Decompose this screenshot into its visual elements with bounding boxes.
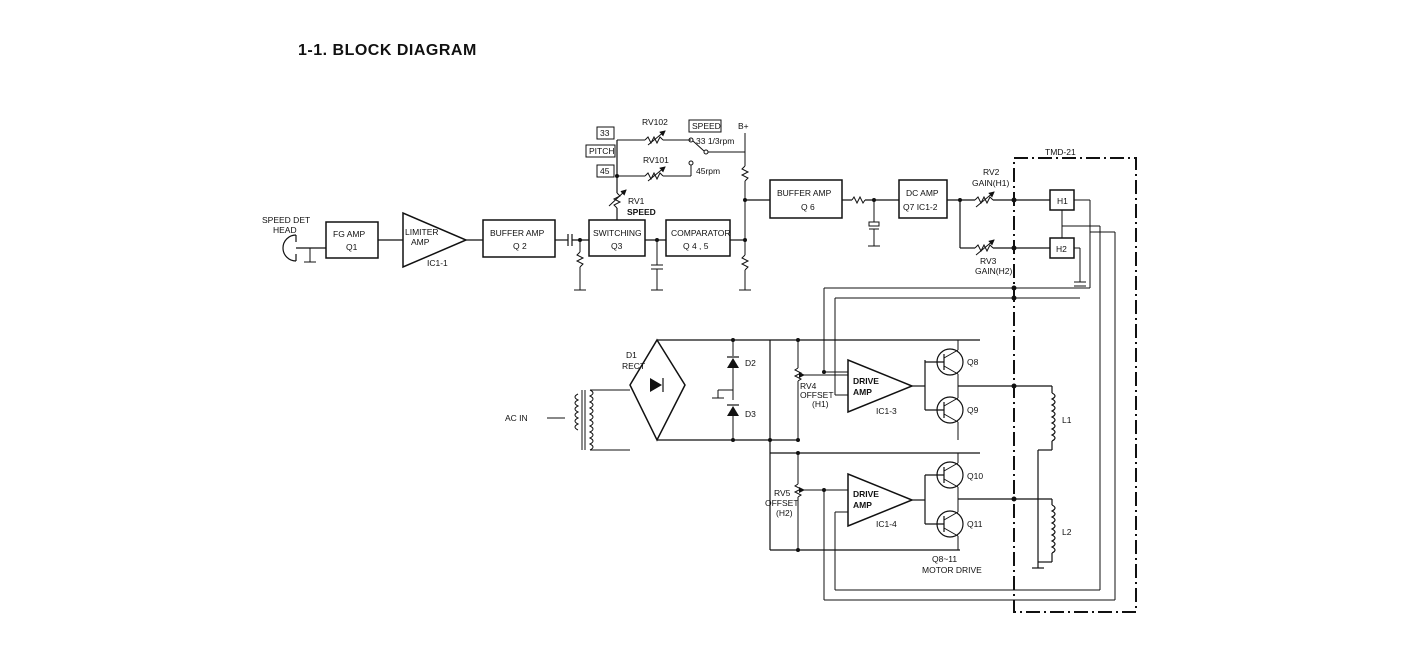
drive-amp-ic1-4: DRIVE AMP IC1-4 [847, 472, 914, 529]
svg-text:33: 33 [600, 128, 610, 138]
d1-label: D1 [626, 350, 637, 360]
drive-amp-2-label-1: DRIVE [853, 489, 879, 499]
drive-amp-2-label-2: AMP [853, 500, 872, 510]
drive-amp-1-label-2: AMP [853, 387, 872, 397]
rpm-33-label: 33 1/3rpm [696, 136, 734, 146]
rv1-speed-label: SPEED [627, 207, 656, 217]
rv1-label: RV1 [628, 196, 645, 206]
hall-sensor-h1: H1 [1049, 189, 1075, 211]
svg-text:L2: L2 [1062, 527, 1072, 537]
rectifier-d1: D1 RECT [622, 338, 686, 442]
buffer-amp-q6-sub: Q 6 [801, 202, 815, 212]
switching-q3: SWITCHING Q3 [588, 219, 646, 257]
buffer-amp-q2: BUFFER AMP Q 2 [482, 219, 556, 258]
ic1-4-label: IC1-4 [876, 519, 897, 529]
svg-text:Q11: Q11 [967, 519, 983, 529]
transistor-q8: Q8 [925, 348, 979, 376]
label-33-box: 33 [596, 126, 615, 140]
motor-drive-q-label: Q8~11 [932, 554, 957, 564]
dc-amp-label: DC AMP [906, 188, 939, 198]
buffer-amp-q2-label: BUFFER AMP [490, 228, 545, 238]
rv2-label: RV2 [983, 167, 1000, 177]
svg-text:H1: H1 [1057, 196, 1068, 206]
svg-text:D2: D2 [745, 358, 756, 368]
fg-amp-label: FG AMP [333, 229, 365, 239]
hall-sensor-h2: H2 [1049, 237, 1075, 259]
transistor-q11: Q11 [925, 510, 983, 538]
limiter-amp-label-2: AMP [411, 237, 430, 247]
speed-det-label-2: HEAD [273, 225, 297, 235]
buffer-amp-q6: BUFFER AMP Q 6 [769, 179, 843, 219]
fg-amp-block: FG AMP Q1 [325, 221, 379, 259]
svg-text:L1: L1 [1062, 415, 1072, 425]
drive-amp-ic1-3: DRIVE AMP IC1-3 [847, 358, 914, 416]
svg-text:Q8: Q8 [967, 357, 979, 367]
dc-amp-sub: Q7 IC1-2 [903, 202, 938, 212]
rv2-gain-label: GAIN(H1) [972, 178, 1009, 188]
svg-text:H2: H2 [1056, 244, 1067, 254]
junction-dots [578, 174, 1017, 552]
tmd-21-boundary: TMD-21 [1013, 147, 1137, 613]
zener-d3: D3 [727, 404, 756, 440]
rv3-gain-label: GAIN(H2) [975, 266, 1012, 276]
speed-switch: SPEED 33 1/3rpm 45rpm [688, 119, 745, 176]
transistor-q9: Q9 [925, 396, 979, 424]
speed-det-label-1: SPEED DET [262, 215, 310, 225]
fg-amp-q1: Q1 [346, 242, 358, 252]
zener-d2: D2 [727, 340, 756, 400]
limiter-amp: LIMITER AMP IC1-1 [402, 211, 468, 269]
rv4-label: RV4 [800, 381, 817, 391]
switching-q3-label: Q3 [611, 241, 623, 251]
d1-rect-label: RECT [622, 361, 645, 371]
svg-text:Q10: Q10 [967, 471, 983, 481]
label-45-box: 45 [596, 164, 615, 178]
svg-text:Q9: Q9 [967, 405, 979, 415]
rv101-label: RV101 [643, 155, 669, 165]
svg-text:45: 45 [600, 166, 610, 176]
tmd-21-label: TMD-21 [1045, 147, 1076, 157]
rpm-45-label: 45rpm [696, 166, 720, 176]
speed-det-head: SPEED DET HEAD [262, 215, 326, 263]
label-pitch-box: PITCH [585, 144, 616, 158]
b-plus-label: B+ [738, 121, 749, 131]
svg-text:PITCH: PITCH [589, 146, 615, 156]
motor-drive-label: MOTOR DRIVE [922, 565, 982, 575]
comparator-q4-5: COMPARATOR Q 4 , 5 [665, 219, 731, 257]
dc-amp-block: DC AMP Q7 IC1-2 [898, 179, 948, 219]
page-title: 1-1. BLOCK DIAGRAM [298, 42, 477, 59]
ic1-1-label: IC1-1 [427, 258, 448, 268]
drive-amp-1-label-1: DRIVE [853, 376, 879, 386]
limiter-amp-label-1: LIMITER [405, 227, 439, 237]
rv3-label: RV3 [980, 256, 997, 266]
rv5-label: RV5 [774, 488, 791, 498]
rv5-h2-label: (H2) [776, 508, 793, 518]
comparator-q-label: Q 4 , 5 [683, 241, 709, 251]
motor-coil-l2: L2 [1038, 499, 1072, 563]
svg-text:D3: D3 [745, 409, 756, 419]
rv4-h1-label: (H1) [812, 399, 829, 409]
rv4-offset-label: OFFSET [800, 390, 834, 400]
buffer-amp-q6-label: BUFFER AMP [777, 188, 832, 198]
rv102-label: RV102 [642, 117, 668, 127]
ac-in-label: AC IN [505, 413, 528, 423]
transistor-q10: Q10 [925, 461, 983, 489]
ac-transformer: AC IN [505, 389, 630, 451]
svg-text:SPEED: SPEED [692, 121, 721, 131]
rv5-offset-label: OFFSET [765, 498, 799, 508]
ic1-3-label: IC1-3 [876, 406, 897, 416]
motor-coil-l1: L1 [1050, 386, 1072, 450]
comparator-label: COMPARATOR [671, 228, 731, 238]
switching-label: SWITCHING [593, 228, 642, 238]
buffer-amp-q2-sub: Q 2 [513, 241, 527, 251]
